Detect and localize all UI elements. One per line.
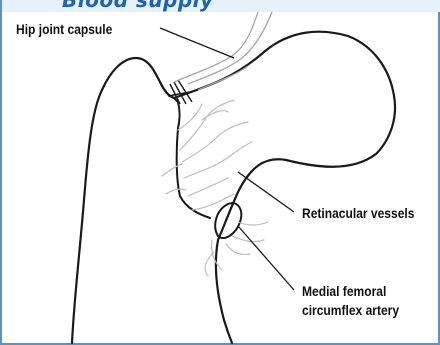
leader-medial-femoral — [238, 226, 294, 290]
label-medial-femoral-line1: Medial femoral — [302, 282, 386, 301]
leader-hip-joint-capsule — [160, 28, 234, 58]
label-hip-joint-capsule: Hip joint capsule — [16, 20, 112, 39]
label-retinacular-vessels: Retinacular vessels — [302, 204, 414, 223]
leader-retinacular-vessels — [238, 172, 294, 212]
label-medial-femoral-line2: circumflex artery — [302, 301, 399, 320]
medial-circumflex-artery — [215, 203, 241, 238]
